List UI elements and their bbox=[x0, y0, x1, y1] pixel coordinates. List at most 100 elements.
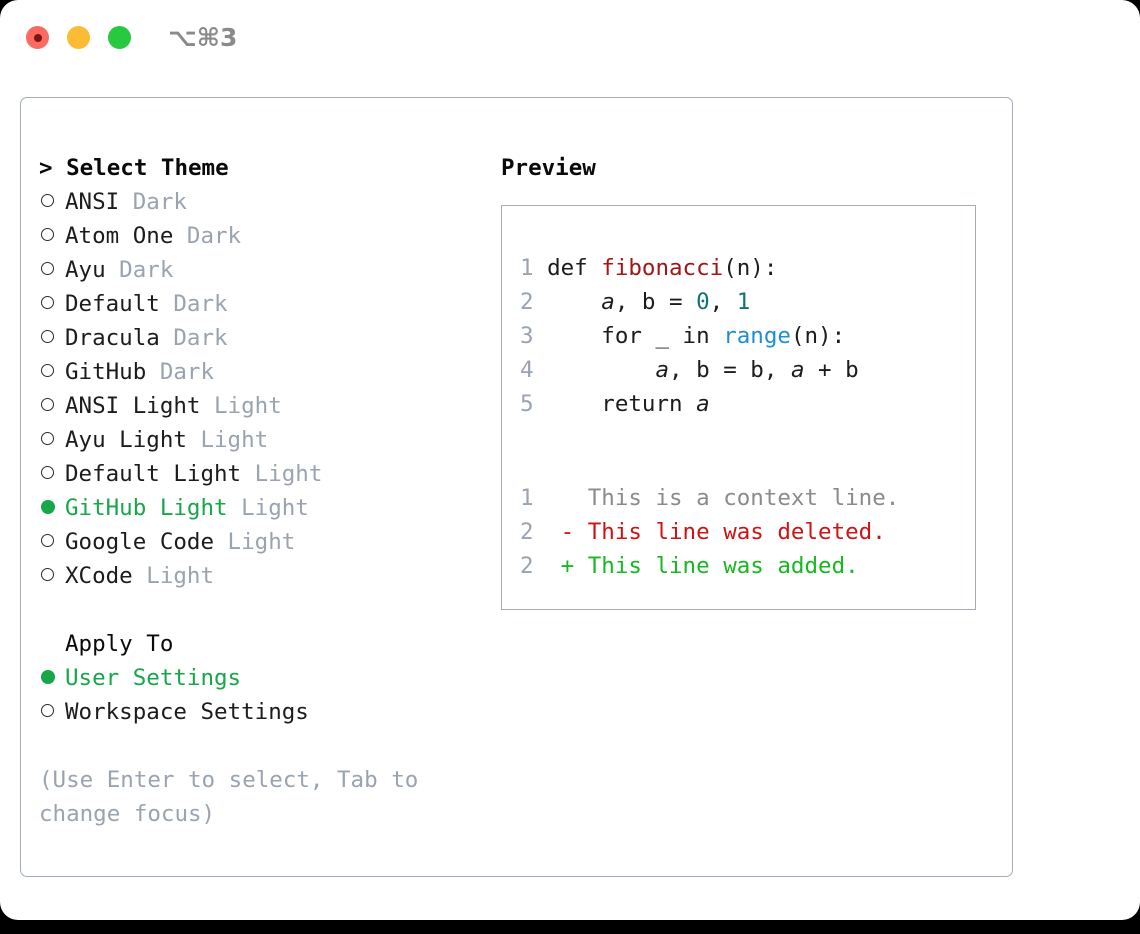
theme-option-label: Ayu bbox=[65, 257, 106, 283]
window-controls bbox=[26, 26, 131, 49]
radio-circle-shape bbox=[41, 568, 54, 581]
apply-to-option-row[interactable]: Workspace Settings bbox=[39, 695, 479, 729]
diff-line: 2 + This line was added. bbox=[520, 549, 975, 583]
theme-variant-tag: Dark bbox=[173, 223, 242, 249]
theme-option-label: ANSI Light bbox=[65, 393, 201, 419]
radio-circle-shape bbox=[41, 534, 54, 547]
theme-option-label: XCode bbox=[65, 563, 133, 589]
apply-to-header: Apply To bbox=[65, 631, 174, 657]
radio-circle-shape bbox=[41, 262, 54, 275]
code-token: a bbox=[655, 357, 670, 383]
radio-circle-shape bbox=[41, 364, 54, 377]
theme-option-label: GitHub bbox=[65, 359, 147, 385]
diff-line-text: This is a context line. bbox=[560, 485, 900, 511]
theme-option-label: Default Light bbox=[65, 461, 242, 487]
preview-title: Preview bbox=[501, 155, 596, 181]
code-token: a bbox=[601, 289, 615, 315]
radio-circle-shape bbox=[41, 432, 54, 445]
code-token bbox=[547, 289, 601, 315]
theme-option-row[interactable]: Ayu Dark bbox=[39, 253, 479, 287]
code-token: + b bbox=[804, 357, 859, 383]
title-bar: ⌥⌘3 bbox=[0, 0, 1140, 78]
diff-line-text: - This line was deleted. bbox=[560, 519, 886, 545]
diff-line: 2 - This line was deleted. bbox=[520, 515, 975, 549]
theme-option-label: Ayu Light bbox=[65, 427, 187, 453]
radio-circle-shape bbox=[41, 194, 54, 207]
theme-option-row[interactable]: ANSI Light Light bbox=[39, 389, 479, 423]
diff-line: 1 This is a context line. bbox=[520, 481, 975, 515]
apply-to-option-row[interactable]: User Settings bbox=[39, 661, 479, 695]
list-spacer bbox=[39, 593, 479, 627]
preview-gap bbox=[520, 421, 975, 481]
theme-variant-tag: Light bbox=[227, 495, 309, 521]
theme-option-row[interactable]: XCode Light bbox=[39, 559, 479, 593]
code-token: def bbox=[547, 255, 602, 281]
theme-option-label: GitHub Light bbox=[65, 495, 228, 521]
radio-circle-shape bbox=[41, 296, 54, 309]
theme-option-label: Default bbox=[65, 291, 160, 317]
theme-variant-tag: Light bbox=[241, 461, 323, 487]
radio-circle-shape bbox=[41, 500, 55, 514]
code-line: 4 a, b = b, a + b bbox=[520, 353, 975, 387]
theme-option-row[interactable]: GitHub Light Light bbox=[39, 491, 479, 525]
code-line: 2 a, b = 0, 1 bbox=[520, 285, 975, 319]
code-token: a bbox=[790, 357, 805, 383]
theme-option-row[interactable]: GitHub Dark bbox=[39, 355, 479, 389]
minimize-button[interactable] bbox=[67, 26, 90, 49]
diff-line-number: 2 bbox=[520, 519, 561, 545]
diff-line-number: 2 bbox=[520, 553, 561, 579]
code-token: fibonacci bbox=[601, 255, 724, 281]
code-token: (n): bbox=[723, 255, 778, 281]
apply-to-option-label: Workspace Settings bbox=[65, 699, 309, 725]
code-token: a bbox=[696, 391, 710, 417]
radio-circle-shape bbox=[41, 228, 54, 241]
code-token: , b = bbox=[614, 289, 697, 315]
theme-option-row[interactable]: Ayu Light Light bbox=[39, 423, 479, 457]
close-button[interactable] bbox=[26, 26, 49, 49]
code-token: (n): bbox=[790, 323, 846, 349]
zoom-button[interactable] bbox=[108, 26, 131, 49]
code-line-number: 3 bbox=[520, 323, 548, 349]
theme-option-row[interactable]: Dracula Dark bbox=[39, 321, 479, 355]
preview-column: Preview 1 def fibonacci(n):2 a, b = 0, 1… bbox=[501, 151, 1001, 610]
code-token: , b = b, bbox=[669, 357, 791, 383]
code-line: 1 def fibonacci(n): bbox=[520, 251, 975, 285]
radio-circle-shape bbox=[41, 398, 54, 411]
theme-variant-tag: Light bbox=[214, 529, 296, 555]
theme-option-label: Dracula bbox=[65, 325, 160, 351]
theme-option-row[interactable]: Default Dark bbox=[39, 287, 479, 321]
code-line-number: 2 bbox=[520, 289, 548, 315]
code-line-number: 4 bbox=[520, 357, 548, 383]
theme-option-label: ANSI bbox=[65, 189, 120, 215]
code-line-number: 1 bbox=[520, 255, 548, 281]
code-token: 1 bbox=[736, 289, 751, 315]
theme-variant-tag: Dark bbox=[159, 325, 228, 351]
apply-to-option-label: User Settings bbox=[65, 665, 242, 691]
code-token: for _ in bbox=[547, 323, 724, 349]
theme-option-row[interactable]: Default Light Light bbox=[39, 457, 479, 491]
keyboard-shortcut-label: ⌥⌘3 bbox=[168, 23, 238, 52]
code-line: 5 return a bbox=[520, 387, 975, 421]
keyboard-hint-text: (Use Enter to select, Tab to change focu… bbox=[39, 767, 432, 827]
radio-circle-shape bbox=[41, 330, 54, 343]
theme-option-row[interactable]: Atom One Dark bbox=[39, 219, 479, 253]
code-token bbox=[547, 357, 655, 383]
radio-circle-shape bbox=[41, 670, 55, 684]
code-line-number: 5 bbox=[520, 391, 548, 417]
theme-variant-tag: Light bbox=[186, 427, 269, 453]
theme-variant-tag: Dark bbox=[159, 291, 228, 317]
theme-option-row[interactable]: ANSI Dark bbox=[39, 185, 479, 219]
theme-variant-tag: Light bbox=[200, 393, 282, 419]
theme-option-label: Google Code bbox=[65, 529, 215, 555]
diff-line-text: + This line was added. bbox=[560, 553, 859, 579]
radio-circle-shape bbox=[41, 704, 54, 717]
theme-option-row[interactable]: Google Code Light bbox=[39, 525, 479, 559]
diff-sample: 1 This is a context line.2 - This line w… bbox=[520, 481, 975, 583]
diff-line-number: 1 bbox=[520, 485, 561, 511]
